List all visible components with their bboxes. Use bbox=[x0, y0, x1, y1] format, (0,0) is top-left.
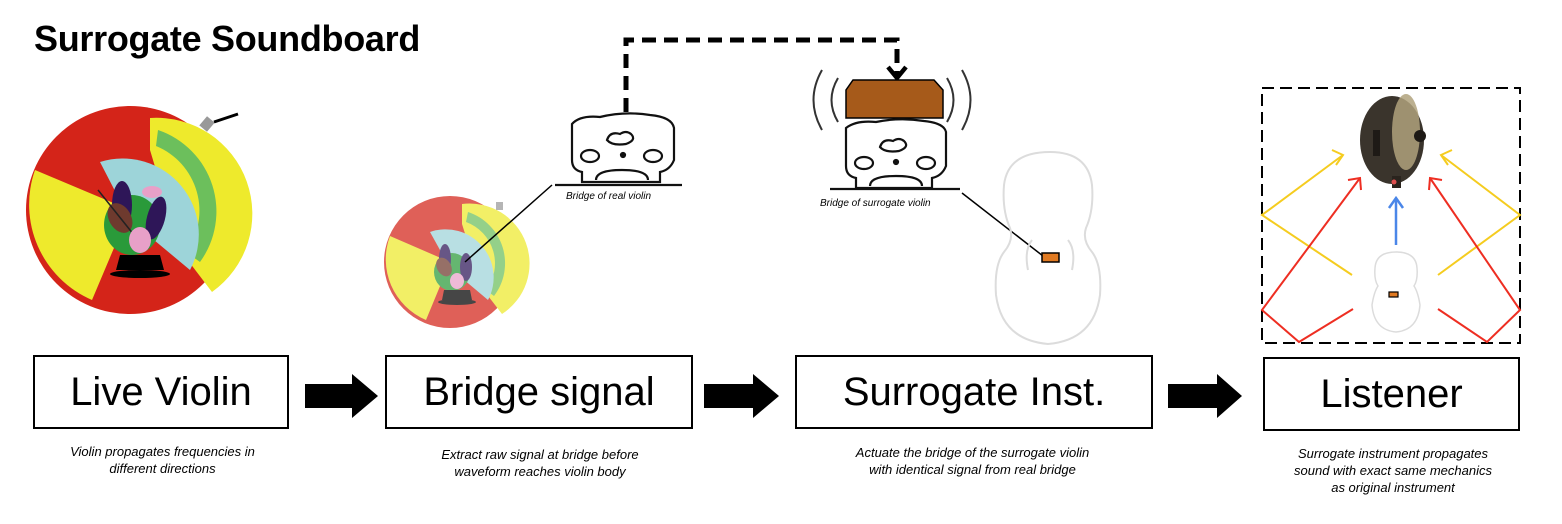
real-bridge-icon bbox=[555, 112, 682, 187]
actuator-block bbox=[845, 79, 944, 119]
stage-surrogate-inst-label: Surrogate Inst. bbox=[842, 369, 1106, 414]
bridge-signal-illustration bbox=[384, 196, 530, 328]
dummy-head-icon bbox=[1360, 94, 1426, 188]
stage-bridge-signal: Bridge signal bbox=[385, 355, 693, 429]
direct-sound-path bbox=[1387, 195, 1405, 245]
yellow-reflection-paths bbox=[1260, 149, 1522, 276]
stage-listener: Listener bbox=[1263, 357, 1520, 431]
stage-bridge-signal-caption: Extract raw signal at bridge before wave… bbox=[441, 447, 639, 479]
vibration-waves-icon bbox=[812, 69, 972, 131]
player-head bbox=[129, 227, 151, 253]
real-bridge-pointer bbox=[464, 184, 553, 263]
surrogate-bridge-caption: Bridge of surrogate violin bbox=[820, 198, 931, 209]
surrogate-bridge-icon bbox=[830, 118, 960, 191]
flow-arrow-3-icon bbox=[1168, 374, 1242, 418]
microphone bbox=[199, 116, 215, 132]
stage-listener-label: Listener bbox=[1320, 371, 1463, 416]
flow-arrow-1-icon bbox=[305, 374, 378, 418]
real-bridge-caption: Bridge of real violin bbox=[566, 191, 652, 202]
player-hand bbox=[142, 186, 162, 198]
stage-surrogate-inst-caption: Actuate the bridge of the surrogate viol… bbox=[855, 445, 1090, 477]
stage-live-violin: Live Violin bbox=[33, 355, 289, 429]
chair bbox=[116, 255, 164, 270]
signal-arrowhead-icon bbox=[886, 65, 908, 82]
surrogate-bridge-pointer bbox=[961, 192, 1044, 257]
flow-arrow-2-icon bbox=[704, 374, 779, 418]
signal-path-dashed bbox=[623, 37, 900, 112]
stage-listener-caption: Surrogate instrument propagates sound wi… bbox=[1294, 446, 1492, 495]
green-arc bbox=[156, 130, 217, 262]
stage-surrogate-inst: Surrogate Inst. bbox=[795, 355, 1153, 429]
player-leg-right bbox=[145, 196, 167, 240]
listener-pickup-sensor bbox=[1388, 291, 1399, 298]
live-violin-illustration bbox=[26, 106, 253, 314]
stage-live-violin-caption: Violin propagates frequencies in differe… bbox=[70, 444, 255, 476]
diagram-title: Surrogate Soundboard bbox=[34, 18, 421, 59]
surrogate-violin-body bbox=[994, 150, 1102, 346]
listener-violin-icon bbox=[1371, 251, 1421, 333]
stage-bridge-signal-label: Bridge signal bbox=[423, 369, 655, 414]
red-reflection-paths bbox=[1260, 176, 1522, 344]
stage-live-violin-label: Live Violin bbox=[70, 369, 252, 414]
pickup-sensor bbox=[1041, 252, 1060, 263]
yellow-sector-left bbox=[29, 170, 130, 300]
